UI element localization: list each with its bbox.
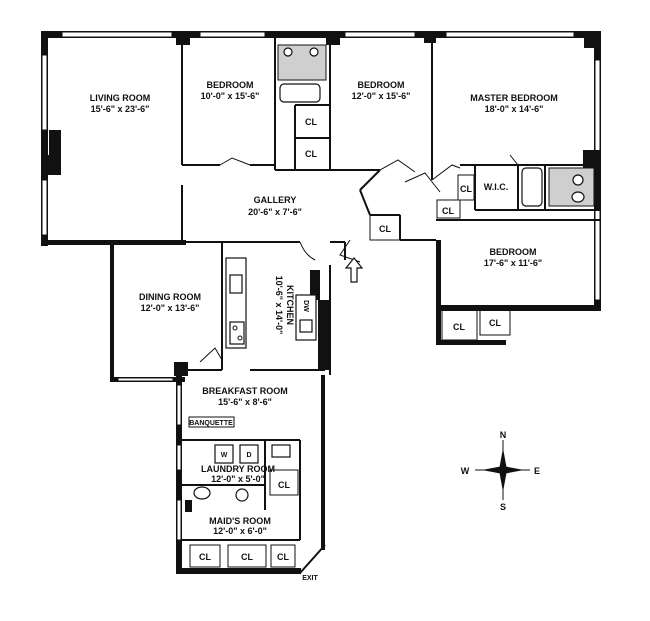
laundry-room-dim: 12'-0" x 5'-0" (211, 474, 265, 484)
compass-north: N (500, 430, 507, 440)
maids-room-label: MAID'S ROOM (209, 516, 271, 526)
bedroom-3-label: BEDROOM (490, 247, 537, 257)
closet-label: CL (442, 206, 454, 216)
exit-label: EXIT (302, 575, 318, 582)
banquette-label: BANQUETTE (189, 420, 233, 427)
bathroom-1-fixtures (277, 44, 327, 103)
closet-label: CL (460, 184, 472, 194)
kitchen-dim: 10'-6" x 14'-0" (274, 276, 284, 335)
closet-label: CL (305, 149, 317, 159)
dryer-label: D (246, 452, 251, 459)
gallery-label: GALLERY (254, 195, 297, 205)
closet-label: CL (277, 552, 289, 562)
master-bath-fixtures (521, 167, 595, 207)
bedroom-3-dim: 17'-6" x 11'-6" (484, 258, 542, 268)
living-room-dim: 15'-6" x 23'-6" (91, 104, 150, 114)
dishwasher-label: DW (302, 300, 309, 312)
compass-rose: N S E W (461, 430, 540, 512)
bedroom-1-dim: 10'-0" x 15'-6" (201, 91, 260, 101)
wic-label: W.I.C. (484, 182, 509, 192)
compass-west: W (461, 466, 470, 476)
maid-bath-fixtures (185, 486, 249, 512)
compass-south: S (500, 502, 506, 512)
bedroom-1-label: BEDROOM (207, 80, 254, 90)
dining-room-label: DINING ROOM (139, 292, 201, 302)
closet-label: CL (241, 552, 253, 562)
entry-arrow-icon (344, 257, 364, 283)
gallery-dim: 20'-6" x 7'-6" (248, 207, 302, 217)
closet-label: CL (305, 117, 317, 127)
laundry-fixtures (214, 444, 291, 464)
kitchen-fixtures (225, 257, 317, 349)
closet-label: CL (379, 224, 391, 234)
north-windows (61, 31, 575, 38)
interior-walls (181, 38, 600, 541)
dining-room-dim: 12'-0" x 13'-6" (141, 303, 200, 313)
breakfast-room-dim: 15'-6" x 8'-6" (218, 397, 272, 407)
breakfast-room-label: BREAKFAST ROOM (202, 386, 288, 396)
laundry-room-label: LAUNDRY ROOM (201, 464, 275, 474)
closet-walls (188, 174, 511, 568)
west-windows (41, 54, 182, 541)
kitchen-label: KITCHEN (285, 285, 295, 325)
living-room-label: LIVING ROOM (90, 93, 151, 103)
compass-east: E (534, 466, 540, 476)
bedroom-2-label: BEDROOM (358, 80, 405, 90)
closet-label: CL (453, 322, 465, 332)
washer-label: W (221, 452, 228, 459)
bedroom-2-dim: 12'-0" x 15'-6" (352, 91, 411, 101)
maids-room-dim: 12'-0" x 6'-0" (213, 526, 267, 536)
closet-label: CL (278, 480, 290, 490)
closet-label: CL (489, 318, 501, 328)
closet-label: CL (199, 552, 211, 562)
columns (41, 31, 601, 376)
master-bedroom-dim: 18'-0" x 14'-6" (485, 104, 544, 114)
master-bedroom-label: MASTER BEDROOM (470, 93, 558, 103)
